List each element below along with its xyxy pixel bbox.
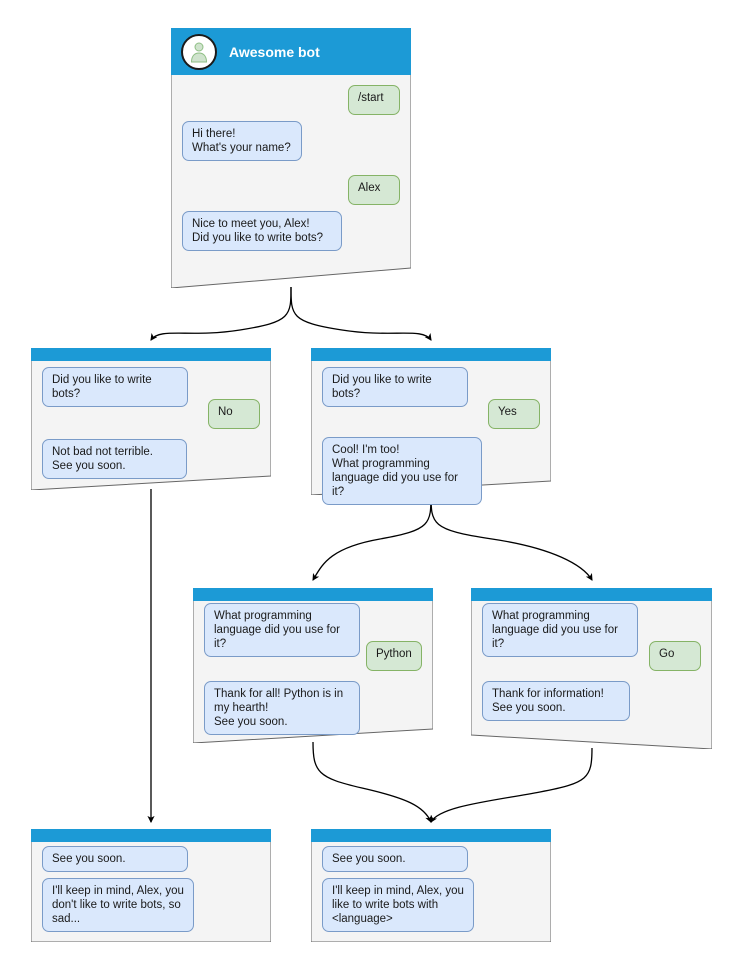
chat-bubble-bot[interactable]: I'll keep in mind, Alex, you like to wri… [322, 878, 474, 932]
node-root-header: Awesome bot [171, 28, 411, 75]
chat-bubble-user[interactable]: Yes [488, 399, 540, 429]
person-avatar-icon [181, 33, 217, 70]
node-end-sad-header [31, 829, 271, 842]
edge-python-to-end-happy [312, 741, 432, 823]
node-no-branch-header [31, 348, 271, 361]
chat-bubble-bot[interactable]: Did you like to write bots? [322, 367, 468, 407]
edge-root-to-no [150, 286, 292, 341]
chat-bubble-user[interactable]: Python [366, 641, 422, 671]
chat-bubble-user[interactable]: /start [348, 85, 400, 115]
chat-bubble-bot[interactable]: Not bad not terrible. See you soon. [42, 439, 187, 479]
node-root-chat: /start Hi there! What's your name? Alex … [171, 75, 411, 288]
chat-bubble-bot[interactable]: See you soon. [42, 846, 188, 872]
node-yes-branch-chat: Did you like to write bots? Yes Cool! I'… [311, 361, 551, 505]
chat-bubble-bot[interactable]: Did you like to write bots? [42, 367, 188, 407]
chat-bubble-bot[interactable]: Hi there! What's your name? [182, 121, 302, 161]
node-go-branch-header [471, 588, 712, 601]
bot-title: Awesome bot [229, 43, 320, 60]
node-end-sad-chat: See you soon. I'll keep in mind, Alex, y… [31, 842, 271, 942]
node-python-branch-chat: What programming language did you use fo… [193, 601, 433, 743]
chat-bubble-bot[interactable]: What programming language did you use fo… [482, 603, 638, 657]
edge-go-to-end-happy [430, 747, 593, 823]
node-end-happy-chat: See you soon. I'll keep in mind, Alex, y… [311, 842, 551, 942]
node-root[interactable]: Awesome bot /start Hi there! What's your… [171, 28, 411, 288]
node-python-branch-header [193, 588, 433, 601]
chat-bubble-bot[interactable]: What programming language did you use fo… [204, 603, 360, 657]
chat-bubble-bot[interactable]: I'll keep in mind, Alex, you don't like … [42, 878, 194, 932]
chat-bubble-bot[interactable]: Thank for all! Python is in my hearth! S… [204, 681, 360, 735]
node-yes-branch-header [311, 348, 551, 361]
chat-bubble-bot[interactable]: Cool! I'm too! What programming language… [322, 437, 482, 505]
chat-bubble-user[interactable]: Alex [348, 175, 400, 205]
chat-bubble-user[interactable]: Go [649, 641, 701, 671]
chat-bubble-bot[interactable]: See you soon. [322, 846, 468, 872]
node-no-branch-chat: Did you like to write bots? No Not bad n… [31, 361, 271, 490]
node-end-happy[interactable]: See you soon. I'll keep in mind, Alex, y… [311, 829, 551, 942]
node-python-branch[interactable]: What programming language did you use fo… [193, 588, 433, 743]
node-end-happy-header [311, 829, 551, 842]
node-go-branch-chat: What programming language did you use fo… [471, 601, 712, 749]
edge-root-to-yes [290, 286, 432, 341]
node-no-branch[interactable]: Did you like to write bots? No Not bad n… [31, 348, 271, 490]
chat-bubble-user[interactable]: No [208, 399, 260, 429]
chat-bubble-bot[interactable]: Nice to meet you, Alex! Did you like to … [182, 211, 342, 251]
node-go-branch[interactable]: What programming language did you use fo… [471, 588, 712, 749]
node-yes-branch[interactable]: Did you like to write bots? Yes Cool! I'… [311, 348, 551, 505]
edge-yes-to-python [312, 493, 432, 581]
node-end-sad[interactable]: See you soon. I'll keep in mind, Alex, y… [31, 829, 271, 942]
edge-yes-to-go [430, 493, 593, 581]
chat-bubble-bot[interactable]: Thank for information! See you soon. [482, 681, 630, 721]
